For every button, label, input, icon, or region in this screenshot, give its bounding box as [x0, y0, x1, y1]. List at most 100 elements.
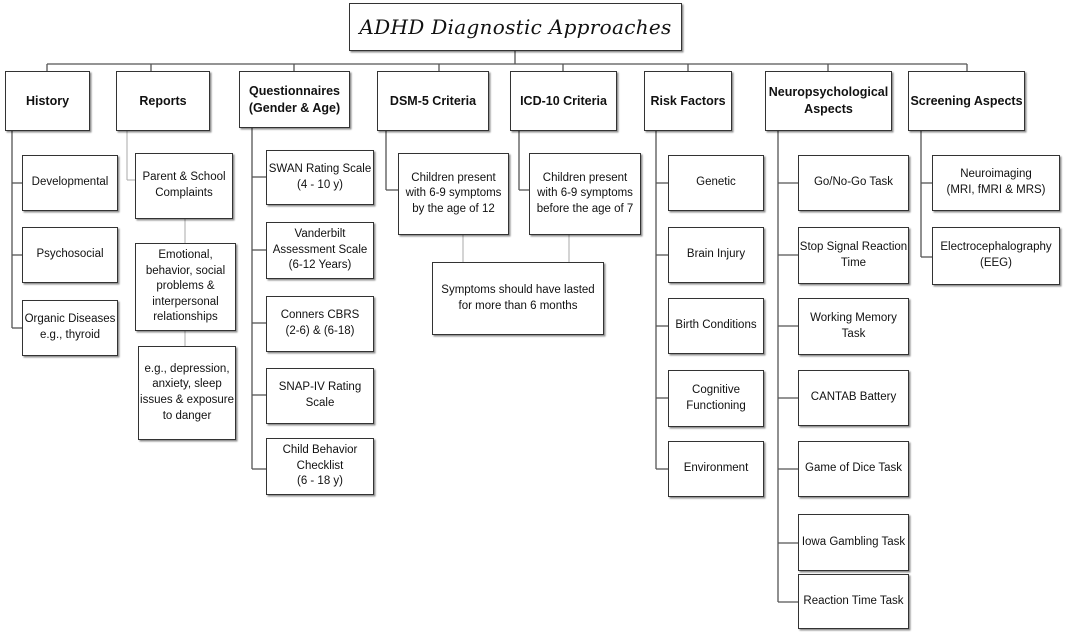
- neuro-game-of-dice-label: Game of Dice Task: [805, 462, 902, 475]
- category-risk-factors-label: Risk Factors: [650, 93, 726, 108]
- questionnaire-vanderbilt-line1: Vanderbilt: [294, 228, 346, 241]
- category-history: History: [5, 71, 90, 131]
- neuro-working-memory-line1: Working Memory: [810, 311, 897, 324]
- screening-neuroimaging: Neuroimaging (MRI, fMRI & MRS): [932, 155, 1060, 211]
- reports-examples-line3: issues & exposure: [140, 394, 234, 406]
- category-neuropsychological-sublabel: Aspects: [804, 102, 853, 116]
- icd10-detail-line3: before the age of 7: [536, 202, 634, 215]
- risk-birth-conditions-label: Birth Conditions: [675, 319, 757, 332]
- category-screening-label: Screening Aspects: [910, 93, 1023, 108]
- diagram-title: ADHD Diagnostic Approaches: [349, 3, 682, 51]
- risk-birth-conditions: Birth Conditions: [668, 298, 764, 354]
- neuro-go-no-go: Go/No-Go Task: [798, 155, 909, 211]
- questionnaire-swan-age: (4 - 10 y): [296, 178, 343, 191]
- category-icd10: ICD-10 Criteria: [510, 71, 617, 131]
- questionnaire-snap-line1: SNAP-IV Rating: [278, 381, 362, 394]
- questionnaire-swan-label: SWAN Rating Scale: [268, 162, 372, 175]
- neuro-reaction-time-label: Reaction Time Task: [803, 594, 904, 607]
- reports-emotional-line2: behavior, social: [145, 264, 226, 277]
- questionnaire-swan: SWAN Rating Scale (4 - 10 y): [266, 150, 374, 205]
- category-reports-label: Reports: [139, 93, 187, 108]
- neuro-iowa-gambling: Iowa Gambling Task: [798, 514, 909, 571]
- reports-complaints: Parent & School Complaints: [135, 153, 233, 219]
- dsm5-detail-line2: with 6-9 symptoms: [405, 187, 502, 200]
- category-icd10-label: ICD-10 Criteria: [520, 93, 607, 108]
- category-history-label: History: [25, 93, 70, 108]
- neuro-go-no-go-label: Go/No-Go Task: [813, 176, 894, 189]
- icd10-detail-line2: with 6-9 symptoms: [537, 187, 633, 200]
- dsm5-criteria-detail: Children present with 6-9 symptoms by th…: [398, 153, 509, 235]
- dsm5-detail-line1: Children present: [411, 171, 496, 184]
- screening-eeg: Electrocephalography (EEG): [932, 227, 1060, 285]
- neuro-game-of-dice: Game of Dice Task: [798, 441, 909, 497]
- history-organic-example: e.g., thyroid: [39, 329, 101, 341]
- category-questionnaires-sublabel: (Gender & Age): [248, 100, 341, 115]
- icd10-criteria-detail: Children present with 6-9 symptoms befor…: [529, 153, 641, 235]
- questionnaire-conners-age: (2-6) & (6-18): [285, 325, 355, 337]
- risk-genetic-label: Genetic: [696, 176, 736, 189]
- questionnaire-cbcl-line1: Child Behavior: [282, 444, 358, 457]
- reports-examples-line1: e.g., depression,: [144, 362, 230, 375]
- category-questionnaires-label: Questionnaires: [249, 83, 340, 98]
- history-organic-diseases: Organic Diseases e.g., thyroid: [22, 300, 118, 356]
- questionnaire-cbcl-age: (6 - 18 y): [296, 475, 343, 488]
- history-organic-label: Organic Diseases: [24, 313, 116, 326]
- symptom-duration-line1: Symptoms should have lasted: [441, 283, 595, 296]
- questionnaire-snap-line2: Scale: [305, 397, 335, 409]
- risk-brain-injury: Brain Injury: [668, 227, 764, 283]
- screening-neuroimaging-methods: (MRI, fMRI & MRS): [946, 184, 1046, 196]
- dsm5-detail-line3: by the age of 12: [412, 202, 495, 215]
- risk-cognitive-functioning: Cognitive Functioning: [668, 370, 764, 427]
- questionnaire-conners: Conners CBRS (2-6) & (6-18): [266, 296, 374, 352]
- questionnaire-vanderbilt-age: (6-12 Years): [288, 259, 352, 272]
- symptom-duration-line2: for more than 6 months: [458, 299, 578, 312]
- reports-emotional-line3: problems &: [156, 280, 215, 293]
- questionnaire-conners-label: Conners CBRS: [280, 309, 360, 322]
- category-dsm5: DSM-5 Criteria: [377, 71, 489, 131]
- risk-cognitive-line2: Functioning: [686, 399, 746, 412]
- reports-examples-line2: anxiety, sleep: [152, 378, 222, 391]
- reports-complaints-line2: Complaints: [155, 187, 213, 199]
- questionnaire-vanderbilt-line2: Assessment Scale: [272, 243, 368, 256]
- history-psychosocial: Psychosocial: [22, 227, 118, 283]
- reports-examples-line4: to danger: [162, 409, 212, 422]
- neuro-stop-signal: Stop Signal Reaction Time: [798, 227, 909, 284]
- reports-emotional-behavior: Emotional, behavior, social problems & i…: [135, 243, 236, 331]
- neuro-stop-signal-line1: Stop Signal Reaction: [799, 240, 908, 253]
- diagram-title-text: ADHD Diagnostic Approaches: [359, 14, 672, 39]
- neuro-working-memory: Working Memory Task: [798, 298, 909, 355]
- questionnaire-snap-iv: SNAP-IV Rating Scale: [266, 368, 374, 424]
- neuro-cantab: CANTAB Battery: [798, 370, 909, 426]
- category-neuropsychological-label: Neuropsychological: [768, 85, 889, 100]
- questionnaire-cbcl-line2: Checklist: [296, 459, 344, 472]
- neuro-stop-signal-line2: Time: [840, 256, 867, 269]
- reports-emotional-line5: relationships: [153, 311, 218, 324]
- category-screening: Screening Aspects: [908, 71, 1025, 131]
- category-neuropsychological: Neuropsychological Aspects: [765, 71, 892, 131]
- neuro-cantab-label: CANTAB Battery: [810, 391, 897, 404]
- category-risk-factors: Risk Factors: [644, 71, 732, 131]
- category-dsm5-label: DSM-5 Criteria: [389, 93, 477, 108]
- reports-complaints-line1: Parent & School: [142, 171, 226, 184]
- category-reports: Reports: [116, 71, 210, 131]
- questionnaire-cbcl: Child Behavior Checklist (6 - 18 y): [266, 438, 374, 495]
- neuro-reaction-time: Reaction Time Task: [798, 574, 909, 629]
- screening-eeg-label: Electrocephalography: [940, 241, 1052, 254]
- risk-cognitive-line1: Cognitive: [692, 383, 740, 396]
- neuro-working-memory-line2: Task: [841, 327, 866, 340]
- reports-examples: e.g., depression, anxiety, sleep issues …: [138, 346, 236, 440]
- screening-neuroimaging-label: Neuroimaging: [960, 168, 1032, 181]
- neuro-iowa-gambling-label: Iowa Gambling Task: [801, 535, 906, 548]
- reports-emotional-line1: Emotional,: [158, 249, 213, 262]
- screening-eeg-abbrev: (EEG): [980, 257, 1012, 269]
- questionnaire-vanderbilt: Vanderbilt Assessment Scale (6-12 Years): [266, 222, 374, 279]
- risk-genetic: Genetic: [668, 155, 764, 211]
- history-developmental-label: Developmental: [31, 176, 109, 189]
- risk-brain-injury-label: Brain Injury: [686, 248, 746, 261]
- reports-emotional-line4: interpersonal: [152, 295, 219, 308]
- history-psychosocial-label: Psychosocial: [36, 248, 104, 261]
- risk-environment-label: Environment: [683, 462, 749, 475]
- risk-environment: Environment: [668, 441, 764, 497]
- category-questionnaires: Questionnaires (Gender & Age): [239, 71, 350, 128]
